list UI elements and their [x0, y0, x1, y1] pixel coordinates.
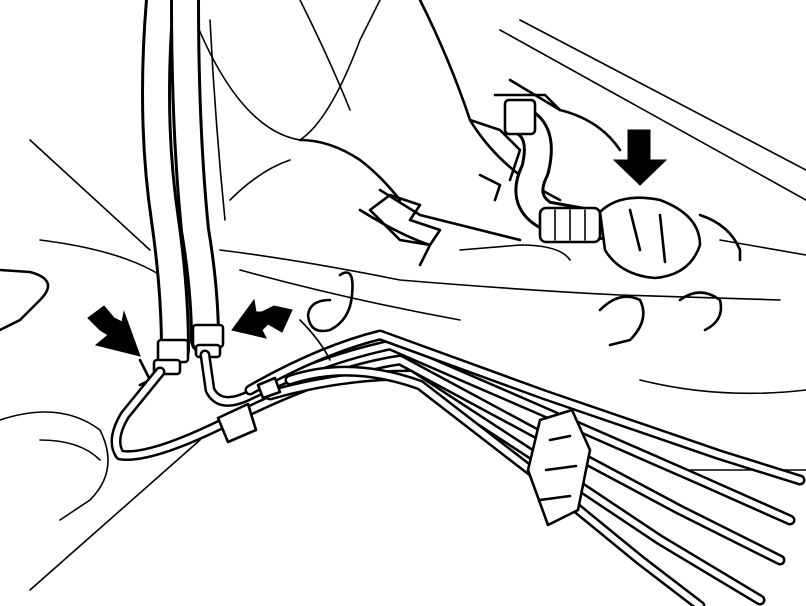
tube-clip-small — [256, 376, 282, 400]
upper-hose-fitting — [503, 98, 537, 136]
arrow-right-fitting — [612, 129, 668, 186]
flex-hoses — [141, 0, 291, 365]
right-fitting-nut — [598, 196, 702, 280]
tube-clips — [216, 376, 592, 527]
body-panel-outlines — [0, 0, 806, 591]
callout-arrows — [87, 129, 668, 357]
right-hose-assembly — [493, 93, 742, 280]
mounting-bracket — [368, 173, 571, 261]
arrow-center-fitting — [231, 298, 293, 339]
tube-clip-left — [216, 402, 258, 444]
arrow-left-fitting — [87, 305, 141, 357]
small-wire-loop — [299, 271, 354, 361]
